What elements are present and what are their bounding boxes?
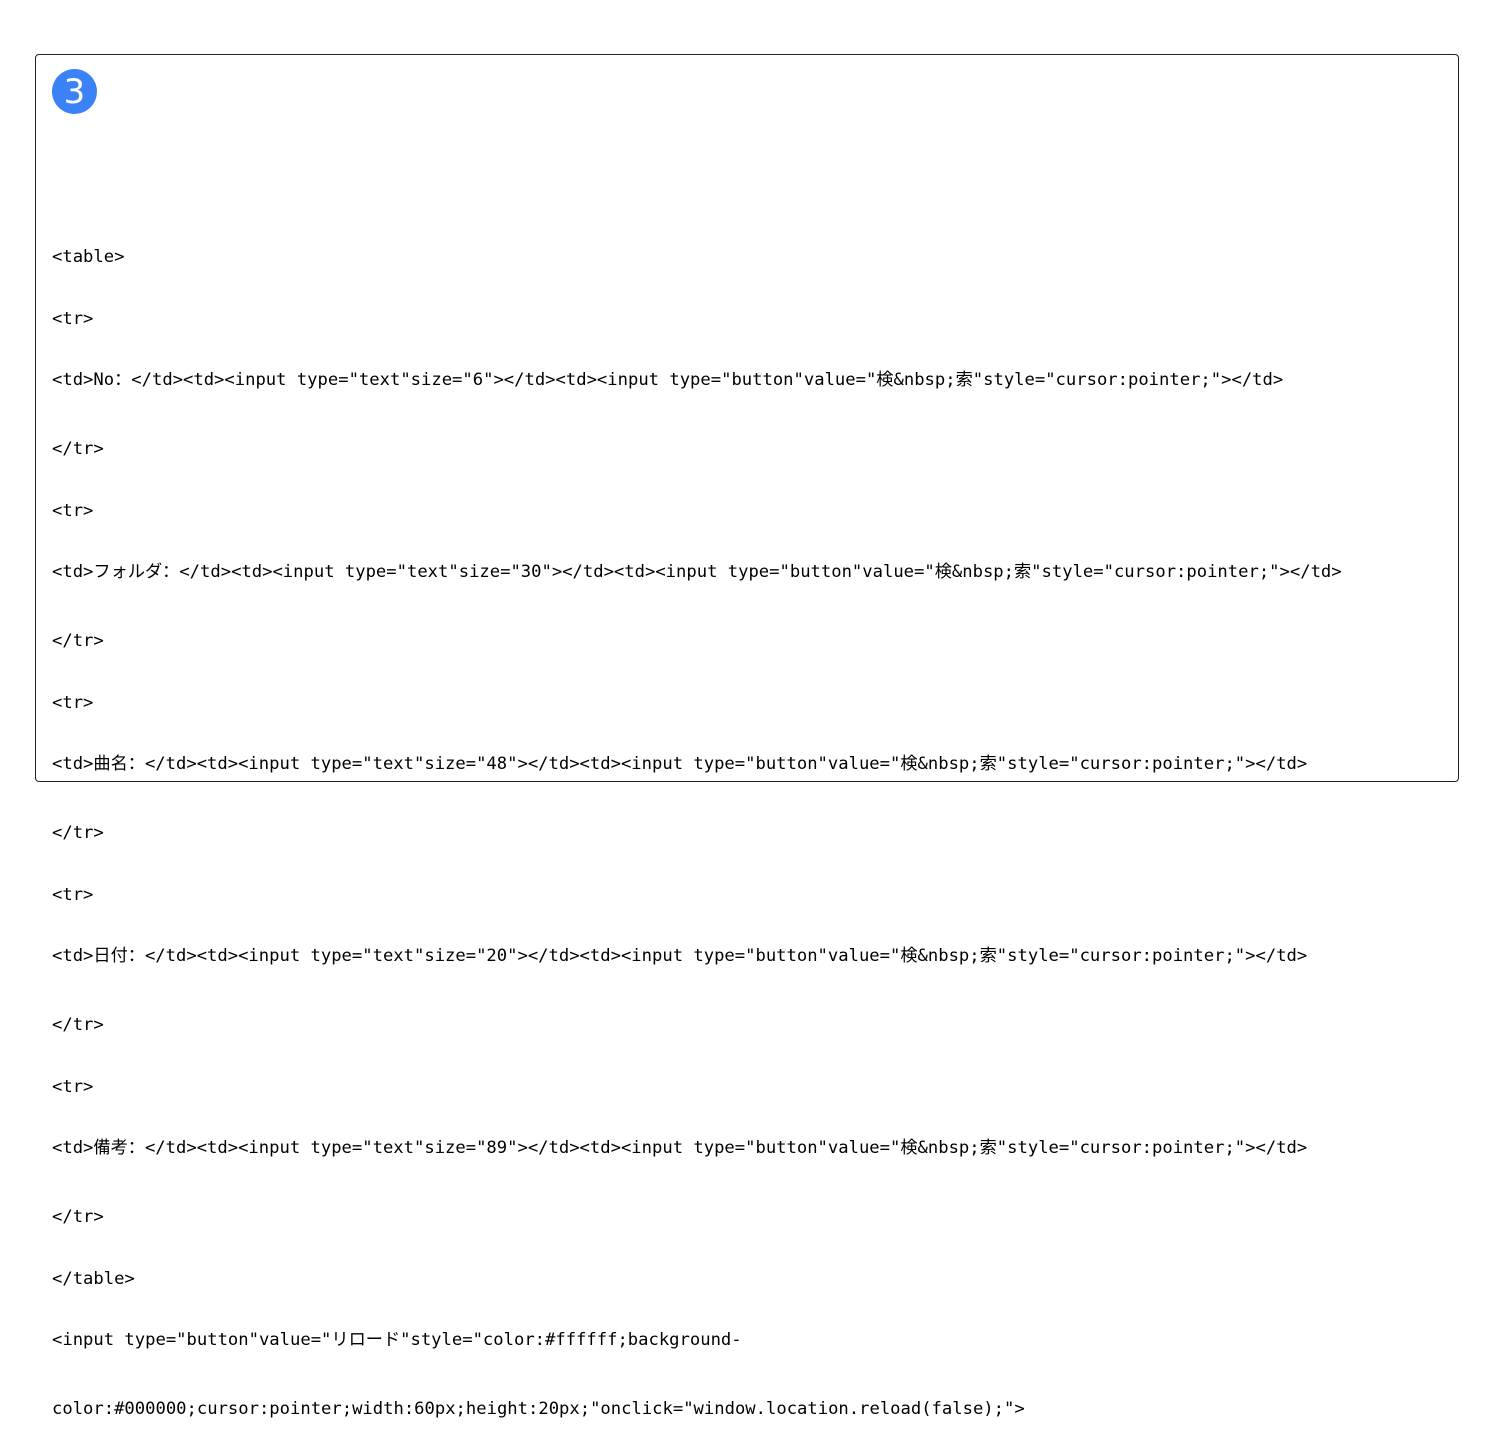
code-line: <td>備考：</td><td><input type="text"size="… xyxy=(52,1138,1308,1158)
code-line: <tr> xyxy=(52,500,94,521)
code-line: </table> xyxy=(52,1268,135,1289)
code-line: <td>No：</td><td><input type="text"size="… xyxy=(52,370,1284,390)
code-panel xyxy=(35,54,1459,782)
step-number: 3 xyxy=(63,71,86,112)
code-line: <table> xyxy=(52,247,125,267)
code-line: <tr> xyxy=(52,884,94,905)
code-line: <td>フォルダ：</td><td><input type="text"size… xyxy=(52,562,1342,582)
code-line: <input type="button"value="リロード"style="c… xyxy=(52,1330,742,1350)
code-line: <td>日付：</td><td><input type="text"size="… xyxy=(52,946,1308,966)
code-line: </tr> xyxy=(52,1015,104,1035)
code-line: color:#000000;cursor:pointer;width:60px;… xyxy=(52,1399,1025,1419)
code-line: </tr> xyxy=(52,439,104,459)
code-line: </tr> xyxy=(52,631,104,651)
code-line: <tr> xyxy=(52,692,94,713)
code-line: </tr> xyxy=(52,823,104,843)
step-number-badge: 3 xyxy=(52,69,97,114)
code-line: <td>曲名：</td><td><input type="text"size="… xyxy=(52,754,1308,774)
code-block: <table> <tr> <td>No：</td><td><input type… xyxy=(52,207,1452,1441)
code-line: </tr> xyxy=(52,1207,104,1227)
code-line: <tr> xyxy=(52,1076,94,1097)
code-line: <tr> xyxy=(52,308,94,329)
